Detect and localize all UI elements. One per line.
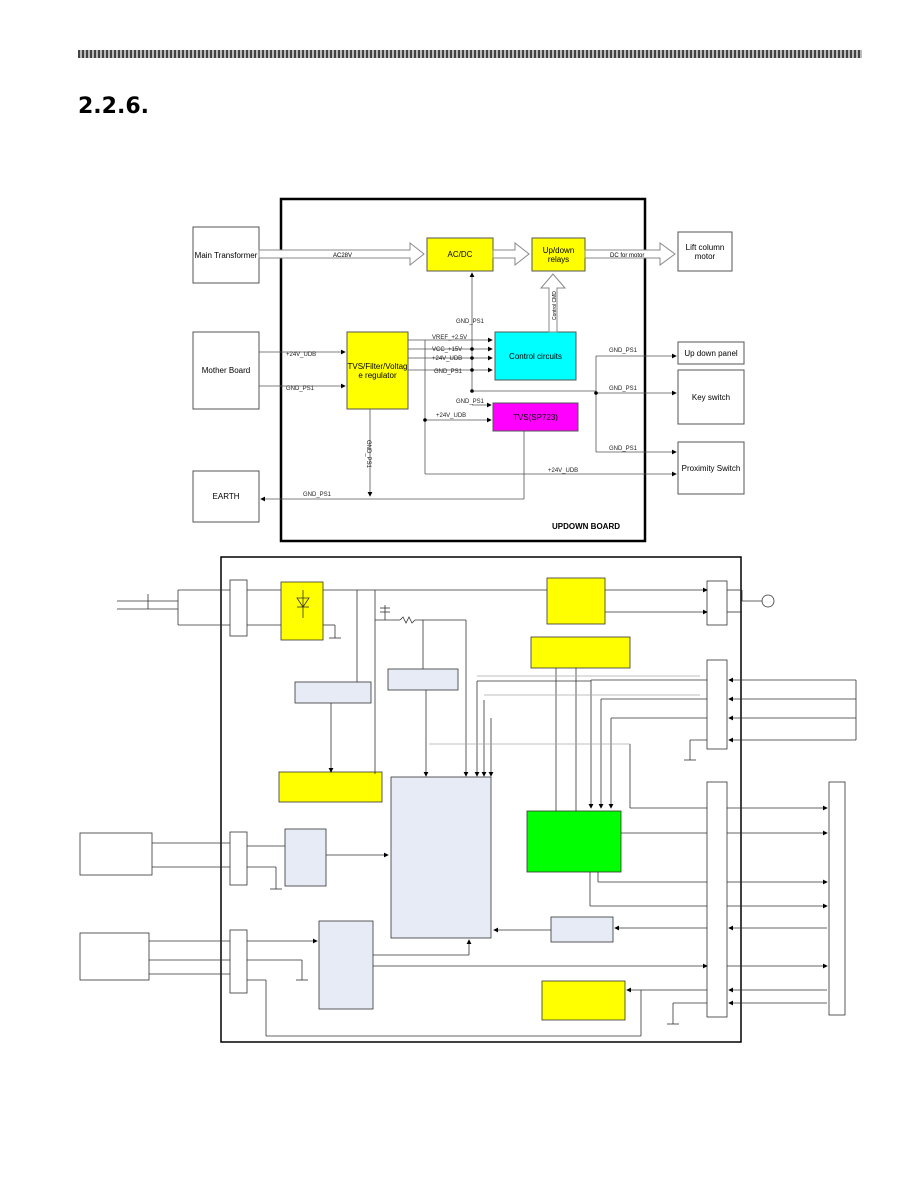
up-down-panel-label: Up down panel <box>684 348 738 358</box>
schematic-diagram <box>79 556 857 1043</box>
buffer-block <box>550 916 614 943</box>
proximity-switch-label: Proximity Switch <box>681 463 741 473</box>
updown-board-diagram: UPDOWN BOARD Main Transformer Mother Boa… <box>192 197 745 543</box>
control-logic-block <box>526 810 622 873</box>
vref-label: VREF_+2.5V <box>432 335 467 341</box>
earth-block: EARTH <box>192 470 260 523</box>
filter-block <box>387 668 459 691</box>
tvs-sp723-label: TVS(SP723) <box>513 412 558 422</box>
gnd-label-vertical: GND_PS1 <box>365 440 371 469</box>
ac28v-label: AC28V <box>333 253 352 259</box>
lift-motor-label: Lift column motor <box>685 242 725 261</box>
gnd-label-tvs: GND_PS1 <box>456 399 485 405</box>
gnd-label-panel: GND_PS1 <box>609 348 638 354</box>
gnd-label-in: GND_PS1 <box>286 386 315 392</box>
motor-icon <box>761 594 775 608</box>
reference-block <box>294 681 372 704</box>
ac-power-arrow <box>258 241 425 267</box>
ac-dc-block: AC/DC <box>426 237 494 272</box>
connector-panel <box>706 659 728 750</box>
tvs-regulator-label: TVS/Filter/Voltage regulator <box>347 361 408 380</box>
updown-relays-block: Up/down relays <box>531 237 586 272</box>
section-heading: 2.2.6. <box>78 94 149 119</box>
control-cmd-label: Control CMD <box>552 291 558 320</box>
connector-sensor-in <box>229 929 248 994</box>
mcu-block <box>390 776 492 939</box>
external-sensor-box <box>79 932 150 981</box>
plus24v-label-prox: +24V_UDB <box>548 468 578 474</box>
external-switch-box <box>79 832 153 876</box>
lift-motor-block: Lift column motor <box>677 231 733 272</box>
connector-motor <box>706 580 728 626</box>
plus24v-label-tvs: +24V_UDB <box>436 413 466 419</box>
sensor-interface-block <box>318 920 374 1010</box>
dc-arrow-1 <box>492 241 530 267</box>
tvs-regulator-block: TVS/Filter/Voltage regulator <box>346 331 409 410</box>
ac-dc-label: AC/DC <box>447 250 473 259</box>
connector-ac-in <box>229 579 248 637</box>
updown-board-label: UPDOWN BOARD <box>552 522 620 531</box>
connector-external <box>828 781 846 1016</box>
tvs-block <box>541 980 626 1021</box>
connector-mother-board <box>706 781 728 1018</box>
control-cmd-arrow <box>539 273 567 333</box>
key-switch-label: Key switch <box>691 392 731 402</box>
relay-block <box>546 577 606 625</box>
tvs-sp723-block: TVS(SP723) <box>492 402 579 432</box>
connector-switch-in <box>229 831 248 886</box>
plus24v-label-cc: +24V_UDB <box>432 356 462 362</box>
schematic-board-frame <box>220 556 742 1043</box>
updown-board-frame <box>279 197 647 543</box>
control-circuits-block: Control circuits <box>494 331 577 381</box>
earth-label: EARTH <box>212 492 240 501</box>
main-transformer-block: Main Transformer <box>192 226 260 284</box>
up-down-panel-block: Up down panel <box>677 341 745 365</box>
mother-board-label: Mother Board <box>201 366 251 375</box>
gnd-label-earth: GND_PS1 <box>303 492 332 498</box>
plus24v-label-in: +24V_UDB <box>286 352 316 358</box>
updown-relays-label: Up/down relays <box>542 245 575 264</box>
gnd-label-prox: GND_PS1 <box>609 446 638 452</box>
mother-board-block: Mother Board <box>192 331 260 410</box>
header-rule <box>78 50 862 58</box>
gnd-label-key: GND_PS1 <box>609 386 638 392</box>
control-circuits-label: Control circuits <box>509 351 562 361</box>
main-transformer-label: Main Transformer <box>194 250 258 260</box>
dc-motor-arrow <box>584 242 676 266</box>
gnd-label-cc: GND_PS1 <box>434 369 463 375</box>
vcc-label: VCC_+15V <box>432 347 462 353</box>
switch-interface-block <box>284 828 327 887</box>
proximity-switch-block: Proximity Switch <box>677 441 745 495</box>
relay-driver-block <box>530 636 631 669</box>
dc-for-motor-label: DC for motor <box>610 253 644 259</box>
key-switch-block: Key switch <box>677 369 745 425</box>
rectifier-block <box>280 581 324 641</box>
regulator-block <box>278 771 383 803</box>
gnd-label-acdc: GND_PS1 <box>456 319 485 325</box>
